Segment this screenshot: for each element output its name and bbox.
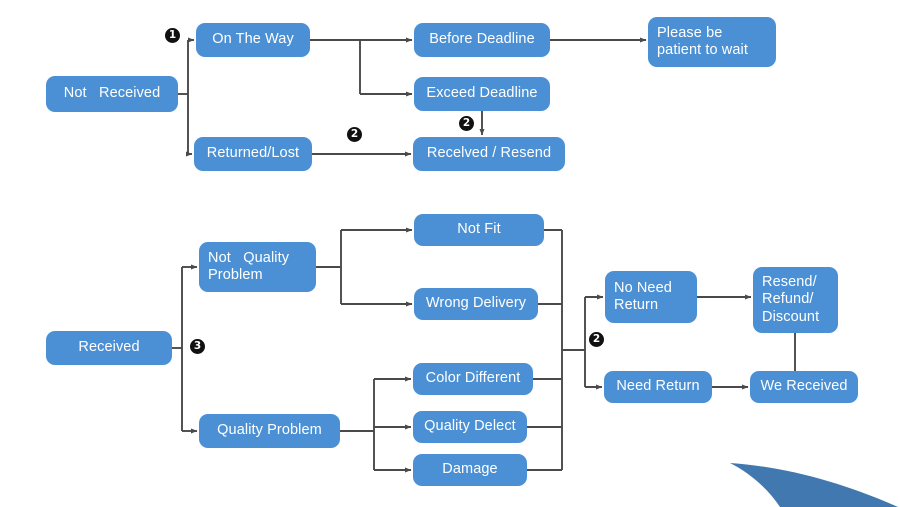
node-wrong-delivery[interactable]: Wrong Delivery — [414, 288, 538, 320]
step-badge-1-on-the-way: 1 — [165, 28, 180, 43]
node-damage[interactable]: Damage — [413, 454, 527, 486]
node-exceed-deadline[interactable]: Exceed Deadline — [414, 77, 550, 111]
node-quality-delect[interactable]: Quality Delect — [413, 411, 527, 443]
node-recelved-resend[interactable]: Recelved / Resend — [413, 137, 565, 171]
node-before-deadline[interactable]: Before Deadline — [414, 23, 550, 57]
node-returned-lost[interactable]: Returned/Lost — [194, 137, 312, 171]
node-received[interactable]: Received — [46, 331, 172, 365]
node-resend-refund[interactable]: Resend/ Refund/ Discount — [753, 267, 838, 333]
step-badge-2-recelved-resend: 2 — [347, 127, 362, 142]
step-badge-3-received: 3 — [190, 339, 205, 354]
node-not-received[interactable]: Not Received — [46, 76, 178, 112]
corner-swoosh-decoration — [730, 463, 898, 507]
node-no-need-return[interactable]: No Need Return — [605, 271, 697, 323]
node-not-quality[interactable]: Not Quality Problem — [199, 242, 316, 292]
node-please-be-patient[interactable]: Please be patient to wait — [648, 17, 776, 67]
node-on-the-way[interactable]: On The Way — [196, 23, 310, 57]
node-we-received[interactable]: We Received — [750, 371, 858, 403]
node-need-return[interactable]: Need Return — [604, 371, 712, 403]
node-quality-problem[interactable]: Quality Problem — [199, 414, 340, 448]
node-color-different[interactable]: Color Different — [413, 363, 533, 395]
step-badge-2-recelved-resend: 2 — [459, 116, 474, 131]
node-not-fit[interactable]: Not Fit — [414, 214, 544, 246]
step-badge-2-no-need-return: 2 — [589, 332, 604, 347]
